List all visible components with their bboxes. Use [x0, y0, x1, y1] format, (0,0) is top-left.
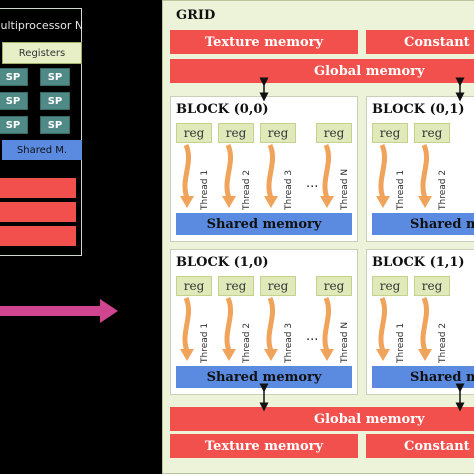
- sp-unit: SP: [0, 116, 28, 134]
- sp-unit: SP: [0, 68, 28, 86]
- thread-arrow: [420, 296, 430, 352]
- thread-arrow-head: [376, 349, 390, 361]
- block-title: BLOCK (0,0): [176, 102, 269, 117]
- reg-box: reg: [260, 123, 296, 143]
- reg-box: reg: [218, 276, 254, 296]
- sp-unit: SP: [40, 68, 70, 86]
- thread-arrow-head: [320, 196, 334, 208]
- shared-memory-bar: Shared memory: [176, 213, 352, 235]
- reg-box: reg: [316, 276, 352, 296]
- global-memory-bar: Global memory: [170, 59, 474, 83]
- memory-bar-left: [0, 226, 76, 246]
- ellipsis: ...: [306, 176, 319, 191]
- sp-unit: SP: [0, 92, 28, 110]
- reg-box: reg: [176, 123, 212, 143]
- reg-box: reg: [414, 123, 450, 143]
- texture-memory-bar: Texture memory: [170, 434, 358, 458]
- thread-arrow-head: [180, 196, 194, 208]
- grid-title: GRID: [176, 8, 216, 23]
- constant-memory-bar: Constant memory: [366, 434, 474, 458]
- memory-bar-left: [0, 178, 76, 198]
- thread-arrow: [224, 143, 234, 199]
- shared-memory-bar: Shared memory: [176, 366, 352, 388]
- constant-memory-bar: Constant memory: [366, 30, 474, 54]
- multiprocessor-title: Multiprocessor N: [0, 19, 84, 32]
- reg-box: reg: [316, 123, 352, 143]
- thread-arrow-head: [320, 349, 334, 361]
- thread-arrow-head: [222, 196, 236, 208]
- registers-box: Registers: [2, 42, 82, 64]
- thread-arrow-head: [264, 349, 278, 361]
- thread-arrow-head: [418, 349, 432, 361]
- thread-arrow: [322, 143, 332, 199]
- reg-box: reg: [176, 276, 212, 296]
- thread-arrow: [182, 143, 192, 199]
- shared-memory-bar: Shared memory: [372, 213, 474, 235]
- thread-arrow: [322, 296, 332, 352]
- thread-arrow-head: [376, 196, 390, 208]
- reg-box: reg: [372, 123, 408, 143]
- thread-arrow: [266, 143, 276, 199]
- block-title: BLOCK (1,1): [372, 255, 465, 270]
- reg-box: reg: [260, 276, 296, 296]
- ellipsis: ...: [306, 329, 319, 344]
- connector-arrow-head: [100, 299, 118, 323]
- reg-box: reg: [414, 276, 450, 296]
- thread-arrow-head: [180, 349, 194, 361]
- thread-arrow: [420, 143, 430, 199]
- thread-arrow: [378, 296, 388, 352]
- sp-unit: SP: [40, 92, 70, 110]
- global-memory-bar: Global memory: [170, 407, 474, 431]
- texture-memory-bar: Texture memory: [170, 30, 358, 54]
- sp-unit: SP: [40, 116, 70, 134]
- block-title: BLOCK (0,1): [372, 102, 465, 117]
- thread-arrow-head: [222, 349, 236, 361]
- thread-arrow: [378, 143, 388, 199]
- connector-arrow-shaft: [0, 306, 104, 316]
- block-title: BLOCK (1,0): [176, 255, 269, 270]
- memory-bar-left: [0, 202, 76, 222]
- reg-box: reg: [218, 123, 254, 143]
- shared-memory-bar: Shared memory: [372, 366, 474, 388]
- thread-arrow-head: [418, 196, 432, 208]
- shared-memory-box: Shared M.: [2, 140, 82, 160]
- thread-arrow: [224, 296, 234, 352]
- thread-arrow: [266, 296, 276, 352]
- thread-arrow: [182, 296, 192, 352]
- reg-box: reg: [372, 276, 408, 296]
- thread-arrow-head: [264, 196, 278, 208]
